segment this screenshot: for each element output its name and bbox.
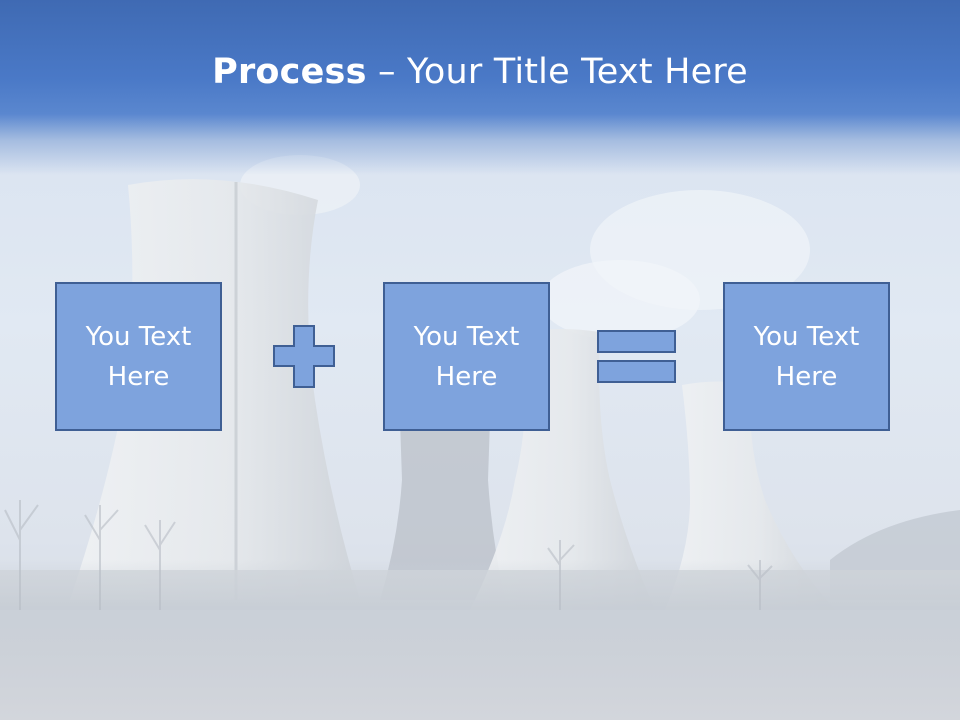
- box-line-2: Here: [107, 361, 170, 392]
- box-line-1: You Text: [753, 321, 860, 352]
- process-box-text: You Text Here: [754, 317, 860, 397]
- process-box-text: You Text Here: [414, 317, 520, 397]
- title-rest-text: – Your Title Text Here: [366, 52, 748, 92]
- slide-title: Process – Your Title Text Here: [0, 52, 960, 92]
- title-band: [0, 0, 960, 175]
- box-line-1: You Text: [85, 321, 192, 352]
- process-box-2[interactable]: You Text Here: [383, 282, 550, 431]
- plus-icon[interactable]: [273, 325, 335, 388]
- box-line-2: Here: [435, 361, 498, 392]
- process-box-3[interactable]: You Text Here: [723, 282, 890, 431]
- process-box-1[interactable]: You Text Here: [55, 282, 222, 431]
- title-bold-text: Process: [212, 52, 367, 92]
- equals-icon[interactable]: [597, 330, 677, 384]
- process-box-text: You Text Here: [86, 317, 192, 397]
- box-line-1: You Text: [413, 321, 520, 352]
- box-line-2: Here: [775, 361, 838, 392]
